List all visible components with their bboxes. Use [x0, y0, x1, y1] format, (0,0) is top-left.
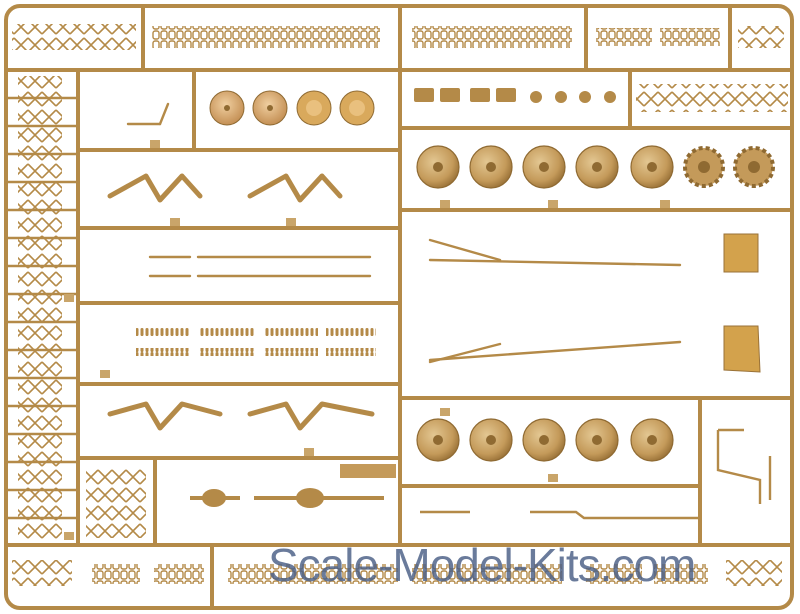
armor-plates — [723, 233, 761, 373]
suspension-arms — [107, 173, 375, 431]
idler-discs — [209, 90, 375, 126]
gate-tabs — [64, 140, 670, 540]
track-links-left — [18, 76, 62, 540]
small-fittings — [414, 88, 616, 103]
thin-rods — [126, 102, 682, 364]
suspension-springs — [136, 328, 376, 356]
axle-assembly — [190, 464, 396, 508]
sprue-runners — [4, 4, 794, 610]
track-links-bottom — [12, 468, 782, 586]
track-links-top — [12, 24, 788, 112]
road-wheels-lower — [416, 418, 674, 462]
watermark-text: Scale-Model-Kits.com — [268, 539, 696, 591]
pipe-parts — [420, 428, 772, 520]
road-wheels-upper — [416, 145, 775, 189]
